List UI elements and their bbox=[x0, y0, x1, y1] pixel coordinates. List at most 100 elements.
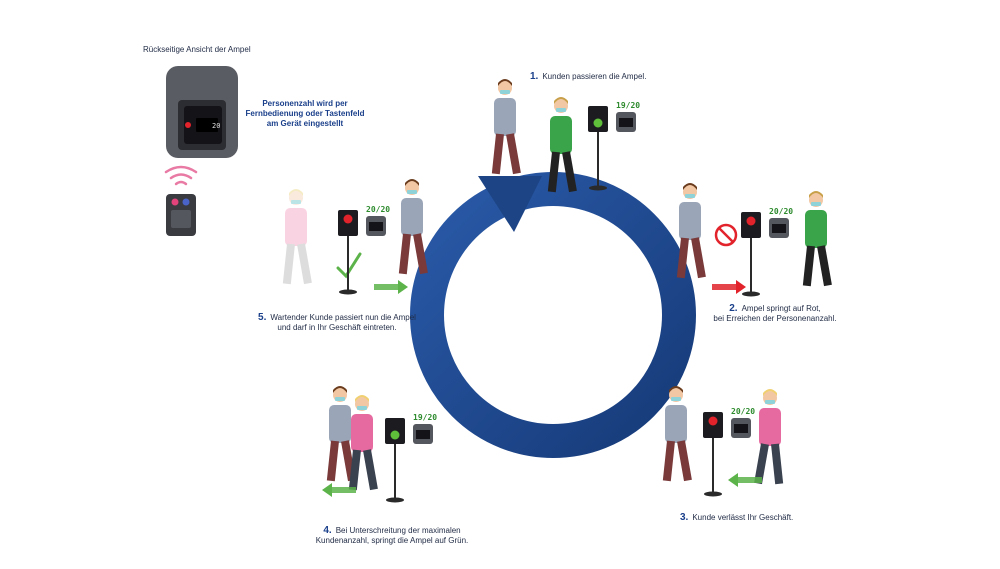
arrow-left-icon bbox=[322, 483, 356, 497]
step-text: Kunde verlässt Ihr Geschäft. bbox=[692, 513, 794, 522]
mask-icon bbox=[291, 200, 301, 204]
person-leg bbox=[297, 243, 312, 285]
traffic-light: 20/20 bbox=[741, 207, 793, 297]
counter-screen bbox=[772, 224, 786, 233]
person-figure bbox=[802, 191, 832, 287]
step-4-caption: 4.Bei Unterschreitung der maximalen Kund… bbox=[302, 526, 482, 546]
person-hair bbox=[554, 97, 568, 104]
mask-icon bbox=[357, 406, 367, 410]
traffic-light: 19/20 bbox=[588, 101, 640, 191]
step-text: Kunden passieren die Ampel. bbox=[542, 72, 647, 81]
device-back-view: 20 bbox=[166, 66, 238, 158]
device-note-line: Fernbedienung oder Tastenfeld bbox=[245, 109, 365, 118]
device-note: Personenzahl wird per Fernbedienung oder… bbox=[245, 99, 365, 129]
no-entry-slash bbox=[718, 227, 734, 243]
person-leg bbox=[691, 237, 706, 279]
mask-icon bbox=[556, 108, 566, 112]
traffic-light-base bbox=[386, 497, 404, 503]
traffic-light-base bbox=[339, 289, 357, 295]
person-hair bbox=[809, 191, 823, 198]
red-light-icon bbox=[746, 216, 756, 226]
step-number: 1. bbox=[530, 71, 539, 82]
traffic-light-base bbox=[742, 291, 760, 297]
person-shirt bbox=[679, 202, 701, 240]
counter-value: 20/20 bbox=[769, 207, 793, 216]
no-entry-icon bbox=[714, 223, 738, 247]
arrow-right-icon bbox=[712, 280, 746, 294]
person-shirt bbox=[759, 408, 781, 446]
arrow-tip bbox=[728, 473, 738, 487]
step-number: 4. bbox=[323, 525, 332, 536]
red-light-icon bbox=[343, 214, 353, 224]
counter-screen bbox=[619, 118, 633, 127]
person-hair bbox=[355, 395, 369, 402]
person-shirt bbox=[351, 414, 373, 452]
counter-screen bbox=[369, 222, 383, 231]
person-hair bbox=[669, 386, 683, 393]
person-figure bbox=[491, 79, 521, 175]
person-figure bbox=[547, 97, 577, 193]
checkmark-icon bbox=[336, 252, 362, 279]
person-leg bbox=[282, 243, 295, 285]
mask-icon bbox=[500, 90, 510, 94]
person-hair bbox=[763, 389, 777, 396]
arrow-left-icon bbox=[728, 473, 762, 487]
red-light-icon bbox=[708, 416, 718, 426]
person-leg bbox=[676, 237, 689, 279]
step-5-caption: 5.Wartender Kunde passiert nun die Ampel… bbox=[252, 313, 422, 333]
step-text: Bei Unterschreitung der maximalen bbox=[335, 526, 461, 535]
person-leg bbox=[506, 133, 521, 175]
counter-screen bbox=[734, 424, 748, 433]
person-leg bbox=[348, 449, 361, 491]
person-figure bbox=[754, 389, 784, 485]
person-leg bbox=[491, 133, 504, 175]
device-note-line: Personenzahl wird per bbox=[262, 99, 348, 108]
arrow-shaft bbox=[738, 477, 762, 483]
arrow-tip bbox=[322, 483, 332, 497]
counter-value: 19/20 bbox=[616, 101, 640, 110]
arrow-shaft bbox=[712, 284, 736, 290]
device-red-led-icon bbox=[185, 122, 191, 128]
person-figure bbox=[676, 183, 706, 279]
step-number: 2. bbox=[729, 303, 738, 314]
step-5: 20/20 bbox=[282, 179, 428, 295]
step-number: 3. bbox=[680, 512, 689, 523]
device-display-value: 20 bbox=[212, 122, 220, 130]
counter-value: 20/20 bbox=[731, 407, 755, 416]
step-2-caption: 2.Ampel springt auf Rot, bei Erreichen d… bbox=[705, 304, 845, 324]
wireless-signal-icon bbox=[164, 165, 198, 186]
person-figure bbox=[282, 189, 312, 285]
arrow-shaft bbox=[332, 487, 356, 493]
person-leg bbox=[363, 449, 378, 491]
counter-value: 20/20 bbox=[366, 205, 390, 214]
step-text: bei Erreichen der Personenanzahl. bbox=[713, 314, 837, 323]
person-shirt bbox=[805, 210, 827, 248]
person-hair bbox=[289, 189, 303, 196]
person-leg bbox=[562, 151, 577, 193]
step-3-caption: 3.Kunde verlässt Ihr Geschäft. bbox=[680, 513, 793, 523]
traffic-light: 20/20 bbox=[338, 205, 390, 295]
person-leg bbox=[662, 440, 675, 482]
mask-icon bbox=[671, 397, 681, 401]
person-leg bbox=[754, 443, 769, 485]
step-3: 20/20 bbox=[662, 386, 784, 497]
arrow-right-icon bbox=[374, 280, 408, 294]
mask-icon bbox=[335, 397, 345, 401]
mask-icon bbox=[765, 400, 775, 404]
person-shirt bbox=[285, 208, 307, 246]
traffic-light: 20/20 bbox=[703, 407, 755, 497]
counter-value: 19/20 bbox=[413, 413, 437, 422]
person-leg bbox=[326, 440, 339, 482]
counter-screen bbox=[416, 430, 430, 439]
person-leg bbox=[547, 151, 560, 193]
arrow-shaft bbox=[374, 284, 398, 290]
person-shirt bbox=[494, 98, 516, 136]
mask-icon bbox=[407, 190, 417, 194]
person-leg bbox=[413, 233, 428, 275]
step-1-caption: 1.Kunden passieren die Ampel. bbox=[530, 72, 646, 82]
person-shirt bbox=[329, 405, 351, 443]
person-hair bbox=[333, 386, 347, 393]
person-figure bbox=[398, 179, 428, 275]
device-title: Rückseitige Ansicht der Ampel bbox=[143, 45, 251, 54]
